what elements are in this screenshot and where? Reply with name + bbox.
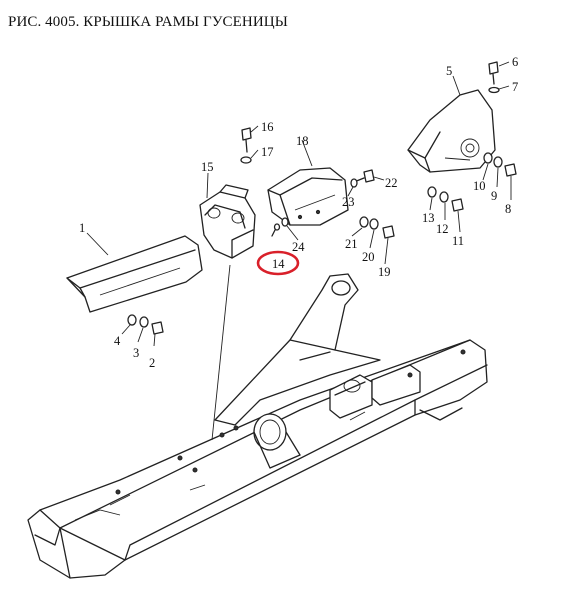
callout-9: 9	[491, 189, 497, 203]
callout-15: 15	[201, 160, 214, 174]
callout-13: 13	[422, 211, 435, 225]
callout-5: 5	[446, 64, 452, 78]
callout-23: 23	[342, 195, 355, 209]
callout-24: 24	[292, 240, 305, 254]
callout-labels: 1 2 3 4 5 6 7 8 9 10 11 12 13 14 15 16 1…	[79, 55, 518, 370]
callout-1: 1	[79, 221, 85, 235]
callout-16: 16	[261, 120, 274, 134]
track-frame	[27, 264, 488, 579]
callout-4: 4	[114, 334, 121, 348]
callout-22: 22	[385, 176, 398, 190]
highlight-circle-part-14	[256, 250, 300, 276]
callout-2: 2	[149, 356, 155, 370]
cover-part-18	[267, 167, 349, 226]
callout-20: 20	[362, 250, 375, 264]
rear-cover-part-5	[407, 89, 496, 173]
page-title: РИС. 4005. КРЫШКА РАМЫ ГУСЕНИЦЫ	[8, 14, 288, 30]
callout-17: 17	[261, 145, 274, 159]
callout-10: 10	[473, 179, 486, 193]
fasteners	[127, 61, 517, 335]
callout-11: 11	[452, 234, 464, 248]
bracket-part-15	[199, 184, 256, 259]
callout-21: 21	[345, 237, 358, 251]
callout-12: 12	[436, 222, 449, 236]
callout-18: 18	[296, 134, 309, 148]
leader-lines	[86, 61, 512, 347]
callout-7: 7	[512, 80, 518, 94]
track-frame-cover-part-1	[66, 235, 203, 313]
callout-19: 19	[378, 265, 391, 279]
callout-8: 8	[505, 202, 511, 216]
callout-6: 6	[512, 55, 518, 69]
callout-3: 3	[133, 346, 139, 360]
callout-14: 14	[272, 257, 285, 271]
